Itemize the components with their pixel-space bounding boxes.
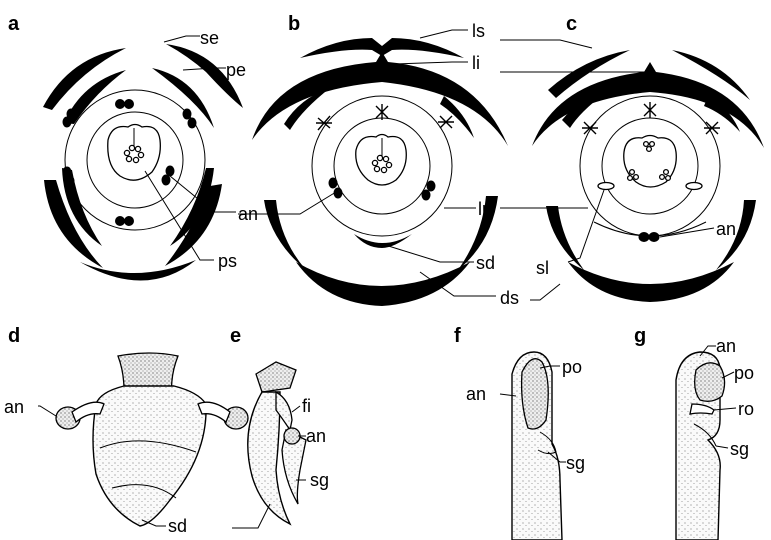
panel-d-label-an: an [4, 397, 24, 417]
panel-b-label-ls: ls [472, 21, 485, 41]
panel-b-letter: b [288, 13, 300, 35]
panel-c-label-sl: sl [536, 258, 549, 278]
panel-f-pollinium [522, 359, 549, 429]
panel-d-staminode [93, 386, 206, 526]
panel-b-label-li: li [472, 53, 480, 73]
panel-e-fi-leader [292, 406, 300, 412]
panel-g: g an po ro sg [634, 325, 754, 540]
panel-c-sl-left [598, 183, 614, 190]
panel-g-pollinium [695, 363, 725, 402]
panel-b-sepal-ds [296, 262, 470, 306]
panel-f-label-po: po [562, 357, 582, 377]
panel-g-label-po: po [734, 363, 754, 383]
panel-b-li-leader [394, 62, 468, 64]
panel-a-letter: a [8, 13, 20, 35]
panel-a-label-ps: ps [218, 251, 237, 271]
panel-f: f po an sg [454, 325, 585, 540]
panel-c-letter: c [566, 13, 577, 35]
panel-c-sl-leader [568, 190, 604, 262]
panel-b-ls-leader [420, 30, 468, 38]
panel-g-label-ro: ro [738, 399, 754, 419]
panel-e-sd-leader [232, 504, 270, 528]
panel-b-label-ds: ds [500, 288, 519, 308]
panel-b-sd-leader [382, 244, 474, 262]
panel-b-staminodes [316, 104, 454, 130]
panel-g-letter: g [634, 325, 646, 347]
panel-g-label-an: an [716, 336, 736, 356]
panel-d-letter: d [8, 325, 20, 347]
panel-a-label-pe: pe [226, 60, 246, 80]
panel-b-label-lp: lp [478, 199, 492, 219]
panel-c-anther [639, 232, 660, 242]
panel-f-label-an: an [466, 384, 486, 404]
panel-e-letter: e [230, 325, 241, 347]
panel-e-column-top [256, 362, 296, 392]
panel-a-se-leader [164, 36, 200, 42]
panel-a: a [8, 13, 258, 281]
panel-f-label-sg: sg [566, 453, 585, 473]
panel-e-label-sg: sg [310, 470, 329, 490]
panel-c-ls-leader [500, 40, 592, 48]
panel-e-label-an: an [306, 426, 326, 446]
panel-d-label-sd: sd [168, 516, 187, 536]
panel-c-ds-leader [530, 284, 560, 300]
panel-e-anther [284, 428, 300, 444]
panel-a-label-se: se [200, 28, 219, 48]
panel-d-an-leader [38, 406, 56, 416]
panel-f-letter: f [454, 325, 461, 347]
panel-g-sg-leader [716, 446, 728, 448]
panel-b-label-sd: sd [476, 253, 495, 273]
panel-e: e fi an sg [230, 325, 329, 528]
panel-b: b [238, 13, 519, 308]
panel-d: d an sd [4, 325, 248, 536]
panel-e-label-fi: fi [302, 396, 311, 416]
panel-c-label-an: an [716, 219, 736, 239]
panel-c: c [500, 13, 764, 302]
panel-c-an-leader [660, 228, 714, 237]
panel-g-label-sg: sg [730, 439, 749, 459]
panel-c-sl-right [686, 183, 702, 190]
